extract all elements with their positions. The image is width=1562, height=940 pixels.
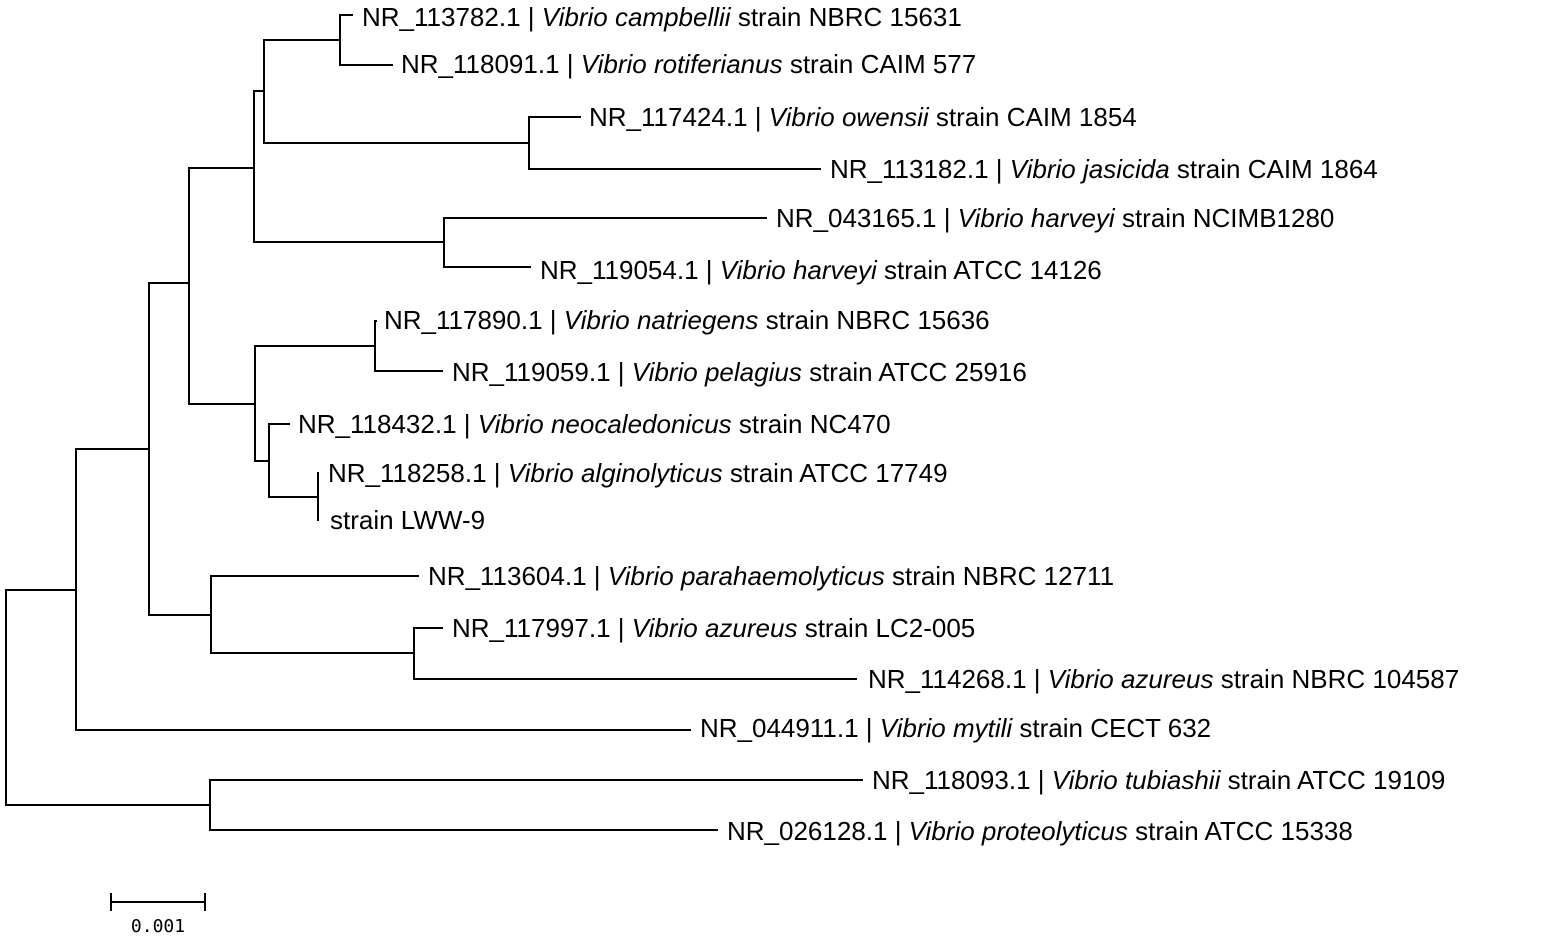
leaf-label: NR_044911.1 | Vibrio mytili strain CECT … bbox=[700, 713, 1211, 743]
leaf-label: NR_119054.1 | Vibrio harveyi strain ATCC… bbox=[540, 255, 1102, 285]
leaf-label: NR_117997.1 | Vibrio azureus strain LC2-… bbox=[452, 613, 975, 643]
leaf-label: NR_118432.1 | Vibrio neocaledonicus stra… bbox=[298, 409, 891, 439]
leaf-label-lww9: strain LWW-9 bbox=[330, 505, 485, 535]
leaf-label: NR_043165.1 | Vibrio harveyi strain NCIM… bbox=[776, 203, 1334, 233]
leaf-label: NR_117424.1 | Vibrio owensii strain CAIM… bbox=[589, 102, 1137, 132]
tree-branches bbox=[5, 14, 863, 831]
leaf-label: NR_026128.1 | Vibrio proteolyticus strai… bbox=[727, 816, 1353, 846]
leaf-label: NR_118093.1 | Vibrio tubiashii strain AT… bbox=[872, 765, 1445, 795]
leaf-label: NR_113182.1 | Vibrio jasicida strain CAI… bbox=[830, 154, 1378, 184]
leaf-label: NR_114268.1 | Vibrio azureus strain NBRC… bbox=[868, 664, 1459, 694]
leaf-label: NR_119059.1 | Vibrio pelagius strain ATC… bbox=[452, 357, 1027, 387]
leaf-label: NR_118091.1 | Vibrio rotiferianus strain… bbox=[401, 49, 976, 79]
leaf-label: NR_117890.1 | Vibrio natriegens strain N… bbox=[384, 305, 990, 335]
scale-bar-label: 0.001 bbox=[131, 916, 185, 937]
scale-bar bbox=[110, 893, 206, 911]
leaf-label: NR_113782.1 | Vibrio campbellii strain N… bbox=[362, 2, 962, 32]
leaf-label: NR_118258.1 | Vibrio alginolyticus strai… bbox=[328, 458, 948, 488]
leaf-labels: NR_113782.1 | Vibrio campbellii strain N… bbox=[298, 2, 1459, 846]
leaf-label: NR_113604.1 | Vibrio parahaemolyticus st… bbox=[428, 561, 1114, 591]
